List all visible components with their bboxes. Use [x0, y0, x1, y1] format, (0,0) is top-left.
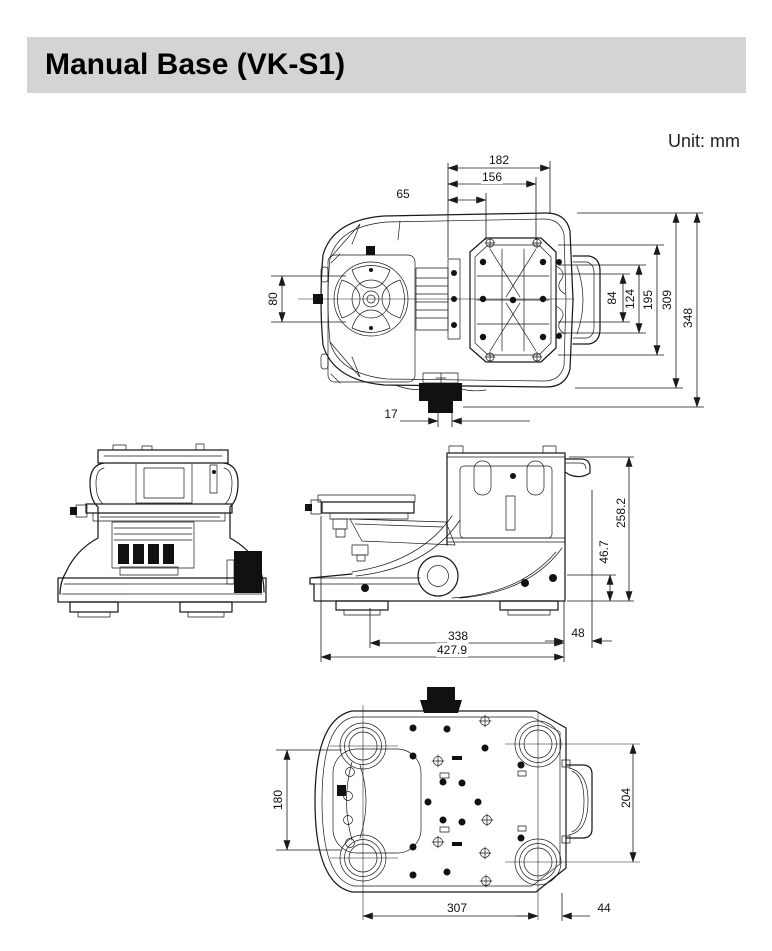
dim-label-182: 182: [487, 153, 511, 167]
dim-label-124: 124: [623, 288, 637, 310]
dim-label-427-9: 427.9: [435, 643, 469, 657]
unit-label: Unit: mm: [668, 131, 740, 151]
dim-label-44: 44: [596, 901, 612, 915]
section-title-bar: Manual Base (VK-S1): [27, 37, 746, 93]
dim-label-84: 84: [605, 291, 619, 305]
dim-label-65: 65: [395, 187, 411, 201]
front-view-linework: [58, 444, 266, 617]
dim-label-258-2: 258.2: [614, 497, 628, 529]
dim-label-338: 338: [446, 629, 470, 643]
dim-label-48: 48: [570, 626, 586, 640]
dim-label-46-7: 46.7: [597, 540, 611, 564]
dim-label-180: 180: [271, 789, 285, 811]
dim-label-309: 309: [660, 289, 674, 311]
dim-label-17: 17: [383, 407, 399, 421]
bottom-view-linework: [276, 687, 640, 921]
dim-label-156: 156: [480, 170, 504, 184]
dim-label-348: 348: [681, 307, 695, 329]
dim-label-204: 204: [619, 787, 633, 809]
top-view-linework: [271, 161, 704, 427]
page-title: Manual Base (VK-S1): [45, 48, 346, 81]
dim-label-195: 195: [641, 289, 655, 311]
dim-label-307: 307: [445, 901, 469, 915]
dim-label-80: 80: [266, 292, 280, 306]
side-view-linework: [305, 446, 634, 662]
